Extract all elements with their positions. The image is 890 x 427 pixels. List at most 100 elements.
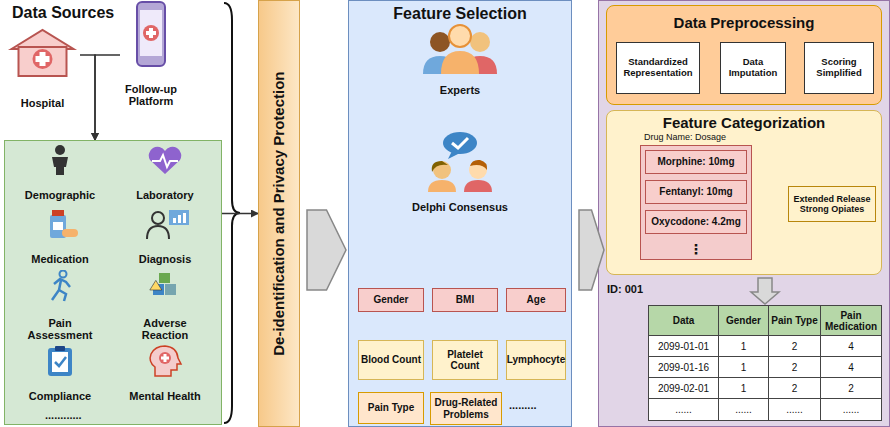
node-text: Fentanyl: 10mg	[659, 186, 732, 198]
icon	[115, 208, 215, 240]
table-header: Gender	[719, 306, 769, 336]
node-text: Data Preprocessing	[674, 14, 815, 31]
graphic-part	[149, 147, 181, 174]
icon	[120, 0, 182, 70]
process-box: Scoring Simplified	[804, 42, 874, 94]
node-text: Platelet Count	[435, 349, 495, 372]
icon-item: Pain Assessment	[10, 270, 110, 342]
node-text: Follow-up Platform	[120, 83, 182, 108]
node-text: Medication	[31, 253, 88, 266]
node-text: Data Imputation	[723, 57, 783, 79]
drug-box: Fentanyl: 10mg	[645, 180, 747, 204]
graphic-part	[48, 348, 72, 376]
node-text: .........	[509, 399, 537, 412]
drug-box: Morphine: 10mg	[645, 150, 747, 174]
graphic-part	[178, 215, 181, 223]
graphic-part	[428, 180, 456, 192]
feature-panel: Feature Selection.........ExpertsDelphi …	[348, 0, 572, 427]
graphic-part	[470, 160, 487, 170]
graphic-part	[165, 284, 176, 295]
graphic-part	[137, 2, 165, 66]
node-text: ID: 001	[607, 283, 643, 296]
table-cell: 1	[719, 378, 769, 399]
graphic-part	[52, 210, 64, 216]
icon-item: Laboratory	[115, 144, 215, 202]
table-cell: 2099-02-01	[649, 378, 719, 399]
node-text: De-identification and Privacy Protection	[270, 71, 287, 355]
icon-item: Mental Health	[115, 345, 215, 403]
node-text: Hospital	[21, 97, 64, 110]
category-panel: ............ DemographicLaboratoryMedicat…	[4, 140, 222, 425]
node-text: BMI	[456, 294, 474, 306]
node-text: Gender	[373, 294, 408, 306]
node-text: Oxycodone: 4.2mg	[651, 216, 740, 228]
icon	[10, 144, 110, 176]
feature-box: Age	[506, 288, 566, 312]
icon	[10, 270, 110, 302]
feature-box: BMI	[432, 288, 498, 312]
node-text: Feature Categorization	[663, 114, 826, 131]
node-text: Drug-Related Problems	[433, 397, 499, 420]
icon	[115, 345, 215, 377]
graphic-part	[36, 56, 50, 62]
graphic-part	[59, 290, 66, 301]
graphic-part	[19, 47, 67, 76]
icon	[400, 130, 520, 192]
graphic-part	[55, 145, 65, 155]
connector	[751, 278, 779, 304]
connector	[579, 210, 604, 290]
graphic-part	[441, 51, 479, 74]
graphic-part	[55, 346, 65, 351]
node-text: Adverse Reaction	[125, 317, 205, 342]
graphic-part	[53, 222, 63, 230]
node-text: Morphine: 10mg	[657, 156, 734, 168]
table-header: Data	[649, 306, 719, 336]
icon-item: Demographic	[10, 144, 110, 202]
drug-list: ⋮ Morphine: 10mgFentanyl: 10mgOxycodone: …	[640, 145, 752, 260]
drug-box: Oxycodone: 4.2mg	[645, 210, 747, 234]
table-cell: 2	[769, 357, 821, 378]
table-grid: DataGenderPain TypePain Medication2099-0…	[649, 306, 881, 420]
connector	[95, 55, 120, 140]
node-text: Drug Name: Dosage	[644, 132, 726, 142]
graphic-part	[430, 32, 450, 52]
table-cell: 4	[821, 336, 881, 357]
icon-item: Medication	[10, 208, 110, 266]
table-cell: 1	[719, 336, 769, 357]
node-text: Experts	[440, 84, 480, 97]
graphic-part	[470, 32, 490, 52]
connector	[222, 213, 258, 215]
icon-item: Adverse Reaction	[115, 270, 215, 342]
table-cell: ......	[769, 399, 821, 420]
graphic-part	[432, 161, 448, 172]
feature-box: Blood Count	[358, 340, 424, 380]
node-text: Scoring Simplified	[807, 57, 871, 79]
node-text: ............	[45, 409, 82, 422]
icon-item: Diagnosis	[115, 208, 215, 266]
feature-box: Drug-Related Problems	[430, 392, 502, 425]
graphic-part	[152, 155, 178, 167]
node-text: Delphi Consensus	[412, 201, 508, 214]
graphic-part	[146, 31, 156, 35]
icon-item: Experts	[405, 22, 515, 97]
table-cell: ......	[719, 399, 769, 420]
icon	[10, 345, 110, 377]
table-header: Pain Medication	[821, 306, 881, 336]
node-text: Lymphocyte	[507, 354, 566, 366]
graphic-part	[52, 157, 68, 175]
data-table: ID: 001DataGenderPain TypePain Medicatio…	[648, 305, 882, 421]
graphic-part	[52, 352, 68, 372]
node-text: Blood Count	[361, 354, 421, 366]
table-cell: ......	[821, 399, 881, 420]
graphic-part	[150, 346, 181, 376]
node-text: Standardized Representation	[619, 57, 697, 79]
graphic-part	[173, 218, 176, 223]
graphic-part	[33, 49, 53, 69]
table-cell: 2099-01-16	[649, 357, 719, 378]
graphic-part	[169, 210, 189, 225]
node-text: ⋮	[689, 241, 703, 257]
privacy-band: De-identification and Privacy Protection	[258, 0, 300, 427]
graphic-part	[140, 10, 162, 56]
table-cell: 2	[769, 378, 821, 399]
